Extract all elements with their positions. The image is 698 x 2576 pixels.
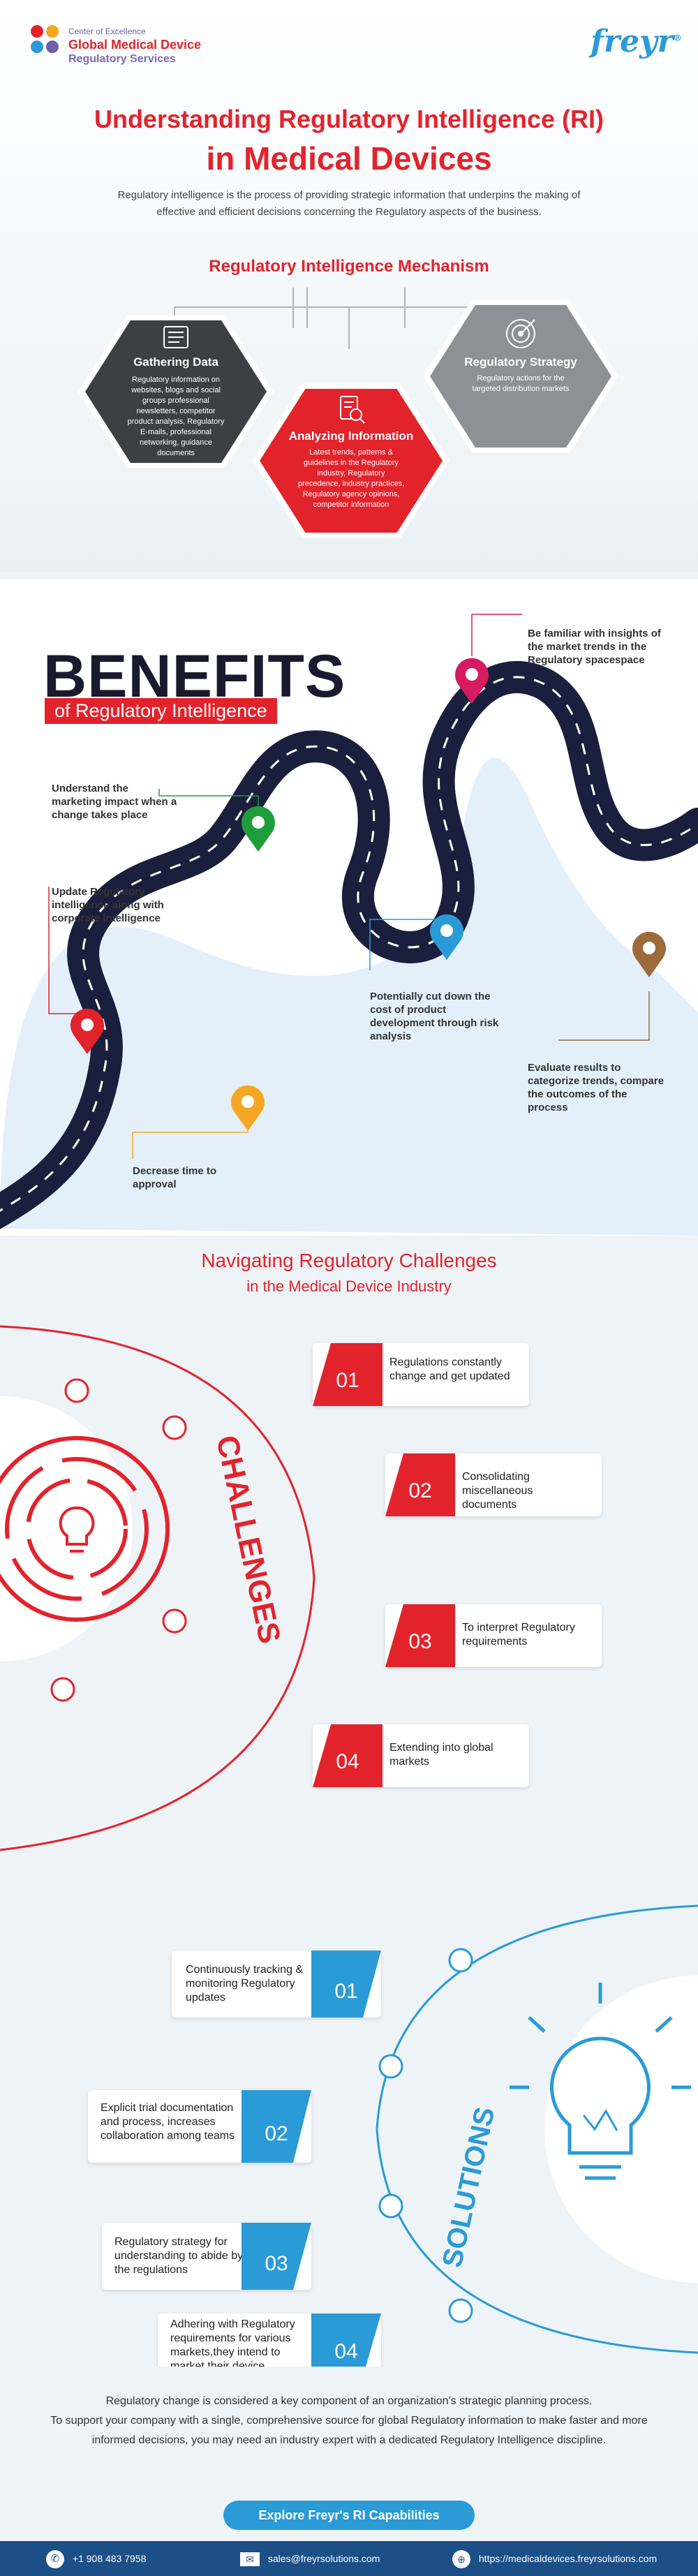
hex-analyzing-information: Analyzing Information Latest trends, pat… <box>260 388 443 533</box>
challenge-number: 02 <box>385 1453 455 1516</box>
page-title-line2: in Medical Devices <box>206 140 492 177</box>
benefit-note-evaluate-results: Evaluate results to categorize trends, c… <box>528 1062 664 1113</box>
footer-text: Regulatory change is considered a key co… <box>28 2392 670 2450</box>
lightbulb-icon <box>510 1983 691 2180</box>
website-url: https://medicaldevices.freyrsolutions.co… <box>478 2553 658 2564</box>
pin-red-icon <box>70 1008 104 1054</box>
benefits-section: BENEFITS of Regulatory Intelligence Be f… <box>0 579 698 1236</box>
page-title-line1: Understanding Regulatory Intelligence (R… <box>94 105 604 133</box>
benefits-subtitle: of Regulatory Intelligence <box>45 698 277 724</box>
pin-orange-icon <box>231 1085 265 1131</box>
solution-text: Continuously tracking & monitoring Regul… <box>186 1964 304 2004</box>
coe-title: Global Medical Device <box>68 38 202 52</box>
coe-label: Center of Excellence <box>68 27 146 36</box>
solution-text: Explicit trial documentation and process… <box>101 2102 235 2142</box>
solution-card-3: Regulatory strategy for understanding to… <box>102 2223 311 2290</box>
solution-number: 02 <box>242 2090 311 2163</box>
hex-text: Latest trends, patterns & guidelines in … <box>297 448 405 509</box>
phone-contact[interactable]: ✆ +1 908 483 7958 <box>46 2541 146 2576</box>
pin-pink-icon <box>455 658 489 704</box>
footer-line-2: To support your company with a single, c… <box>50 2415 648 2446</box>
challenges-label: CHALLENGES <box>209 1433 287 1647</box>
solution-card-4: Adhering with Regulatory requirements fo… <box>158 2314 381 2376</box>
benefits-road <box>0 614 698 1236</box>
benefit-note-market-insights: Be familiar with insights of the market … <box>528 628 661 666</box>
website-contact[interactable]: ⊕ https://medicaldevices.freyrsolutions.… <box>452 2541 657 2576</box>
challenges-title: Navigating Regulatory Challenges <box>201 1250 497 1271</box>
benefit-note-update-intelligence: Update Regulatory intelligence along wit… <box>52 886 164 924</box>
solutions-label: SOLUTIONS <box>437 2104 501 2270</box>
solution-card-1: Continuously tracking & monitoring Regul… <box>172 1950 381 2018</box>
database-icon <box>163 326 188 348</box>
solution-card-2: Explicit trial documentation and process… <box>88 2090 311 2163</box>
coe-subtitle: Regulatory Services <box>68 53 176 65</box>
document-search-icon <box>340 396 365 424</box>
footer-section: Regulatory change is considered a key co… <box>0 2367 698 2576</box>
target-icon <box>506 319 535 348</box>
phone-icon: ✆ <box>46 2550 64 2569</box>
challenge-number: 04 <box>313 1724 383 1787</box>
challenge-card-4: 04 Extending into global markets <box>313 1724 529 1787</box>
email-address: sales@freyrsolutions.com <box>267 2553 380 2564</box>
benefit-note-cut-cost: Potentially cut down the cost of product… <box>370 991 499 1042</box>
challenges-section: Navigating Regulatory Challenges in the … <box>0 1236 698 1878</box>
solutions-section: SOLUTIONS Continuously tracking & monito… <box>0 1878 698 2381</box>
challenge-card-3: 03 To interpret Regulatory requirements <box>385 1604 602 1667</box>
contact-bar: ✆ +1 908 483 7958 ✉ sales@freyrsolutions… <box>0 2541 698 2576</box>
solution-number: 01 <box>311 1950 381 2018</box>
brand-logo[interactable]: freyr® <box>591 24 682 59</box>
brand-name: freyr <box>591 24 674 59</box>
benefit-note-decrease-time: Decrease time to approval <box>133 1165 217 1190</box>
solution-text: Regulatory strategy for understanding to… <box>114 2236 244 2276</box>
phone-number: +1 908 483 7958 <box>72 2553 147 2564</box>
globe-icon: ⊕ <box>452 2550 470 2569</box>
intro-text: Regulatory intelligence is the process o… <box>117 189 581 218</box>
challenges-subtitle: in the Medical Device Industry <box>246 1278 452 1295</box>
hex-title: Gathering Data <box>133 355 218 369</box>
pin-green-icon <box>242 806 275 852</box>
challenge-number: 01 <box>313 1343 383 1406</box>
maze-lightbulb-icon <box>0 1436 170 1622</box>
challenge-text: To interpret Regulatory requirements <box>462 1622 575 1648</box>
email-icon: ✉ <box>240 2552 260 2567</box>
hex-text: Regulatory information on websites, blog… <box>127 376 225 457</box>
hex-title: Analyzing Information <box>288 429 414 443</box>
pin-brown-icon <box>632 931 666 977</box>
hex-text: Regulatory actions for the targeted dist… <box>472 374 570 393</box>
challenge-text: Consolidating miscellaneous documents <box>462 1471 533 1511</box>
benefit-note-marketing-impact: Understand the marketing impact when a c… <box>52 783 177 821</box>
challenge-text: Regulations constantly change and get up… <box>389 1356 510 1382</box>
header-section: Center of Excellence Global Medical Devi… <box>0 0 698 572</box>
challenge-number: 03 <box>385 1604 455 1667</box>
challenge-card-2: 02 Consolidating miscellaneous documents <box>385 1453 602 1516</box>
solution-text: Adhering with Regulatory requirements fo… <box>170 2318 295 2372</box>
hex-title: Regulatory Strategy <box>464 355 577 369</box>
pin-blue-icon <box>430 914 463 960</box>
challenge-card-1: 01 Regulations constantly change and get… <box>313 1343 529 1406</box>
coe-logo-icon <box>31 25 60 60</box>
explore-capabilities-button[interactable]: Explore Freyr's RI Capabilities <box>223 2501 475 2530</box>
solutions-graphic: SOLUTIONS <box>376 1904 698 2354</box>
footer-line-1: Regulatory change is considered a key co… <box>105 2395 593 2407</box>
challenge-text: Extending into global markets <box>389 1742 493 1768</box>
email-contact[interactable]: ✉ sales@freyrsolutions.com <box>240 2541 380 2576</box>
mechanism-title: Regulatory Intelligence Mechanism <box>209 257 489 276</box>
solution-number: 03 <box>242 2223 311 2290</box>
challenges-graphic: CHALLENGES <box>0 1325 315 1851</box>
